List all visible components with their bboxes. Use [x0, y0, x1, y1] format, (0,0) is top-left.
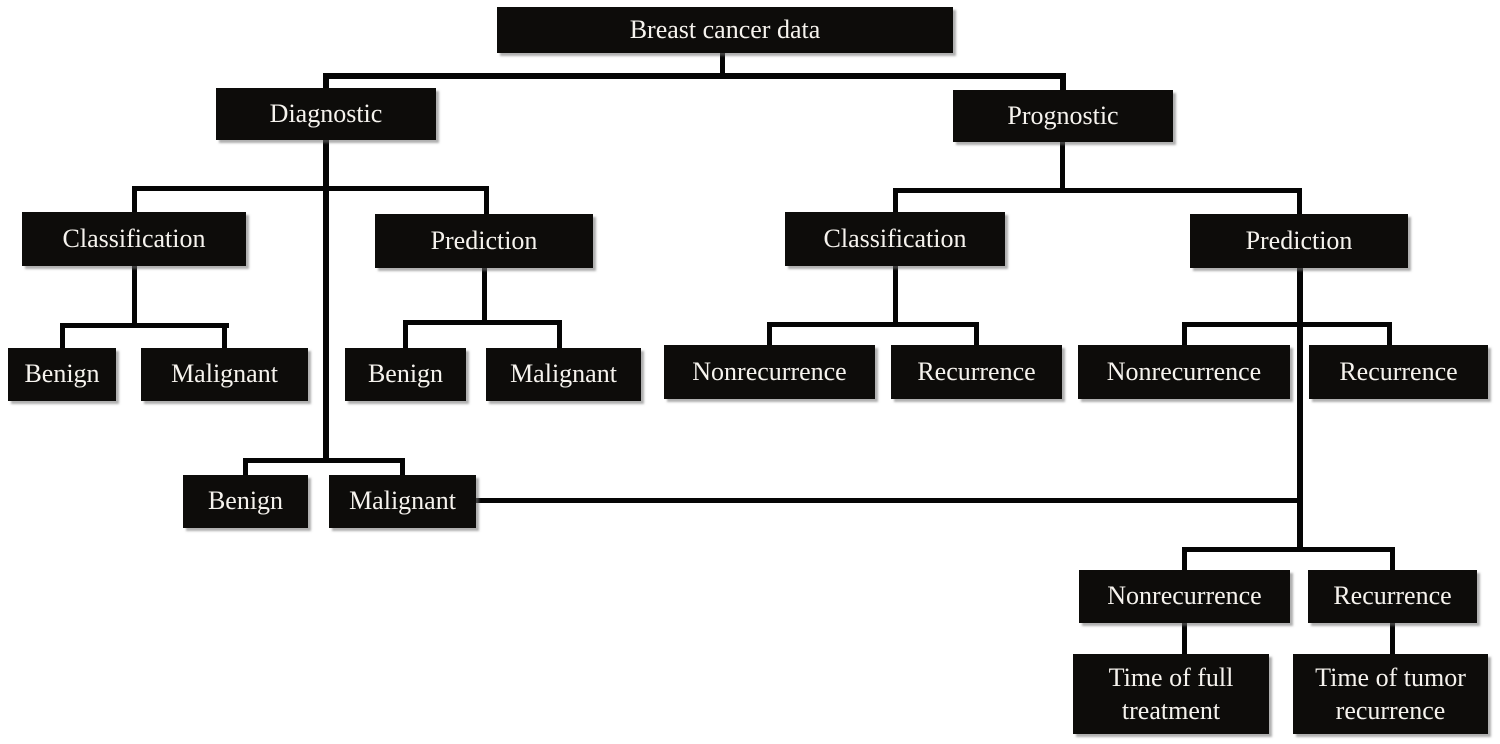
connector-drop-recurrence-1	[974, 322, 979, 347]
node-nonrecurrence-bottom: Nonrecurrence	[1079, 570, 1290, 623]
node-label: Classification	[823, 223, 967, 253]
connector-diag-prediction-bracket	[403, 320, 562, 325]
node-recurrence-prediction: Recurrence	[1309, 345, 1488, 399]
node-label: Diagnostic	[269, 98, 383, 128]
node-prognostic-classification: Classification	[785, 212, 1005, 266]
node-label: Benign	[367, 359, 444, 389]
node-label: Prediction	[1245, 225, 1353, 255]
connector-drop-prog-prediction	[1297, 188, 1302, 216]
node-diagnostic: Diagnostic	[216, 88, 436, 140]
connector-drop-recurrence-2	[1387, 322, 1392, 347]
connector-drop-malignant-2	[557, 320, 562, 350]
connector-prog-prediction-bracket	[1182, 322, 1392, 327]
node-label: Recurrence	[917, 356, 1036, 386]
connector-prog-prediction-stem	[1297, 266, 1303, 552]
node-label-line-1: Time of full	[1108, 663, 1234, 692]
node-label: Malignant	[510, 359, 617, 389]
connector-drop-benign-3	[243, 458, 248, 477]
connector-prognostic-bracket	[893, 188, 1302, 193]
connector-drop-nonrecurrence-2	[1182, 322, 1187, 347]
node-label: Breast cancer data	[629, 14, 821, 44]
connector-drop-prog-classification	[893, 188, 898, 214]
node-malignant-prediction: Malignant	[486, 348, 641, 401]
connector-diagnostic-bracket	[132, 186, 489, 191]
node-label: Malignant	[171, 359, 278, 389]
node-recurrence-classification: Recurrence	[891, 345, 1062, 399]
node-malignant-diagnostic: Malignant	[329, 475, 476, 528]
node-label: Time of tumor recurrence	[1315, 661, 1466, 727]
node-label: Recurrence	[1339, 356, 1458, 386]
node-label: Malignant	[349, 486, 456, 516]
node-benign-classification: Benign	[8, 348, 116, 401]
connector-prognostic-stem	[1060, 142, 1065, 190]
connector-drop-malignant-1	[222, 323, 227, 350]
node-label: Prognostic	[1007, 100, 1119, 130]
connector-drop-nonrecurrence-1	[767, 322, 772, 347]
connector-diag-classification-bracket	[60, 323, 229, 328]
connector-drop-recurrence-3	[1390, 547, 1395, 572]
connector-diag-prediction-stem	[482, 266, 487, 324]
node-label-line-2: recurrence	[1335, 696, 1446, 725]
connector-drop-diag-classification	[132, 186, 137, 214]
node-label: Benign	[207, 486, 284, 516]
node-diagnostic-classification: Classification	[22, 212, 246, 266]
connector-time-full-treatment-stem	[1182, 622, 1187, 656]
node-breast-cancer-data: Breast cancer data	[497, 7, 953, 53]
connector-diagnostic-stem	[323, 140, 329, 462]
connector-diag-classification-stem	[132, 265, 137, 327]
connector-drop-diagnostic	[323, 75, 329, 90]
node-label: Time of full treatment	[1109, 661, 1234, 727]
node-label: Benign	[24, 359, 100, 389]
node-prognostic: Prognostic	[953, 90, 1173, 142]
node-label: Nonrecurrence	[1106, 356, 1262, 386]
node-label: Classification	[62, 223, 206, 253]
node-nonrecurrence-prediction: Nonrecurrence	[1078, 345, 1290, 399]
connector-drop-nonrecurrence-3	[1182, 547, 1187, 572]
connector-drop-malignant-3	[400, 458, 405, 477]
node-label: Recurrence	[1333, 581, 1452, 611]
node-time-of-tumor-recurrence: Time of tumor recurrence	[1293, 654, 1488, 734]
node-label-line-2: treatment	[1121, 696, 1221, 725]
node-recurrence-bottom: Recurrence	[1308, 570, 1477, 623]
connector-root-bracket	[323, 73, 1066, 79]
node-prognostic-prediction: Prediction	[1190, 214, 1408, 268]
connector-diag-children-bracket	[243, 458, 405, 463]
connector-drop-diag-prediction	[484, 186, 489, 216]
node-time-of-full-treatment: Time of full treatment	[1073, 654, 1269, 734]
connector-root-stem	[720, 53, 725, 75]
node-malignant-classification: Malignant	[141, 348, 308, 401]
node-label: Nonrecurrence	[692, 356, 847, 386]
node-nonrecurrence-classification: Nonrecurrence	[664, 345, 875, 399]
connector-malignant-to-bottom-subtree	[476, 498, 1300, 503]
node-label-line-1: Time of tumor	[1315, 663, 1466, 692]
connector-drop-benign-1	[60, 323, 65, 350]
connector-bottom-bracket	[1182, 547, 1395, 552]
node-benign-prediction: Benign	[345, 348, 466, 401]
connector-prog-classification-stem	[893, 264, 898, 324]
node-diagnostic-prediction: Prediction	[375, 214, 593, 268]
node-label: Prediction	[430, 225, 538, 255]
connector-drop-benign-2	[403, 320, 408, 350]
connector-drop-prognostic	[1060, 75, 1066, 92]
connector-time-tumor-recurrence-stem	[1390, 622, 1395, 656]
connector-prog-classification-bracket	[767, 322, 979, 327]
node-benign-diagnostic: Benign	[183, 475, 308, 528]
node-label: Nonrecurrence	[1107, 581, 1262, 611]
